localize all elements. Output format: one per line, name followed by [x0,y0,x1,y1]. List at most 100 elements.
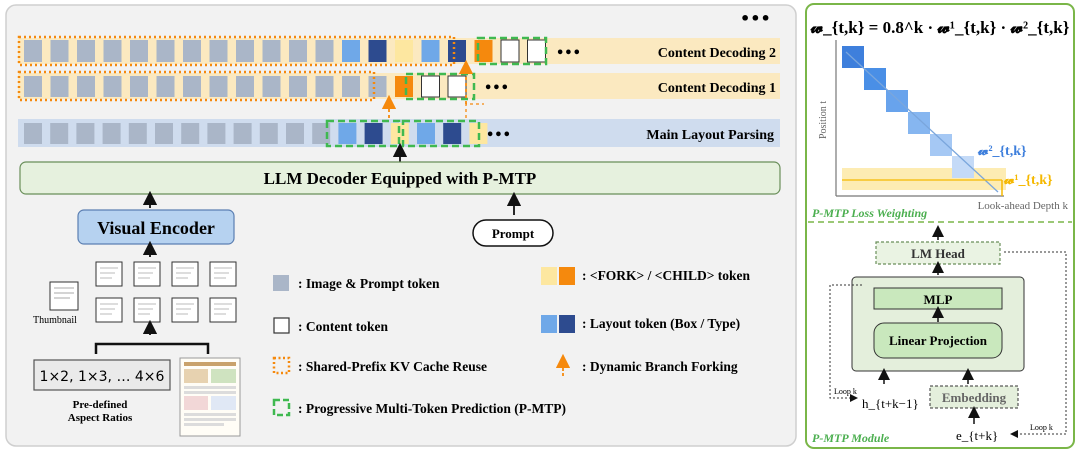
content-decoding-2-label: Content Decoding 2 [658,46,776,61]
loop-k-right: Loop k [1030,423,1053,432]
legend-content: : Content token [298,319,388,334]
w1-label: 𝔀¹_{t,k} [1003,173,1053,188]
token [24,123,42,144]
token [181,123,200,144]
pmtp-box-row1 [404,72,476,101]
token [289,76,307,97]
formula-text: 𝔀_{t,k} = 0.8^k · 𝔀¹_{t,k} · 𝔀²_{t,k} [810,18,1070,37]
thumbnail-label: Thumbnail [33,315,77,326]
prompt-label: Prompt [492,226,535,241]
thumbnail-doc-icon [49,281,79,311]
token [364,123,383,144]
token [312,123,331,144]
token [315,76,334,97]
token [527,39,546,63]
legend-layout-swatch-light [541,315,557,333]
token [395,76,413,97]
token [259,123,278,144]
page-tiles [95,261,237,323]
token [338,123,357,144]
page-tile [95,261,123,287]
legend-fork-swatch [541,267,557,285]
token [130,40,148,62]
cell-3 [886,90,908,112]
content-decoding-1-tokens [24,75,467,98]
cell-5 [930,134,952,156]
token [421,75,440,98]
embedding-box [929,385,1019,409]
document-page-image [179,357,241,437]
depth-axis-label: Look-ahead Depth k [978,200,1069,212]
legend-layout: : Layout token (Box / Type) [582,316,740,331]
token [156,76,175,97]
heatmap [842,46,1006,196]
llm-decoder-label: LLM Decoder Equipped with P-MTP [264,169,537,188]
prompt-pill [472,219,554,247]
pmtp-box-row2 [476,36,548,66]
legend-content-swatch [273,317,290,334]
legend-child-swatch [559,267,575,285]
top-ellipsis: ••• [740,9,771,28]
pmtp-box-main-b [401,119,481,148]
token [289,40,307,62]
token [421,40,440,62]
predefined-line1: Pre-defined [73,399,128,411]
token [448,40,466,62]
content-decoding-1-label: Content Decoding 1 [658,81,776,96]
token [342,76,360,97]
aspect-ratios-box [33,359,171,391]
linear-projection-label: Linear Projection [889,333,988,348]
token [233,123,252,144]
kv-cache-box-2 [17,35,456,67]
legend-image-prompt-swatch [273,275,289,291]
token [315,40,334,62]
page-tile [209,297,237,323]
kv-cache-box-1 [17,70,376,102]
legend-branch: : Dynamic Branch Forking [582,359,738,374]
tree-lines [94,342,210,354]
token [417,123,435,144]
page-tile [171,297,199,323]
row2-ellipsis: ••• [556,46,581,61]
token [50,123,69,144]
content-decoding-2-tokens [24,39,546,63]
token [209,40,228,62]
token [390,123,409,144]
token [262,40,281,62]
loop-arrow-left [829,284,862,402]
token [209,76,228,97]
w1-band [842,168,1006,190]
legend-kv-swatch [272,356,291,375]
main-layout-tokens [24,123,488,144]
w2-label: 𝔀²_{t,k} [977,144,1027,159]
token [236,76,254,97]
page-tile [209,261,237,287]
w2-diagonal [845,51,999,193]
visual-encoder-label: Visual Encoder [97,218,215,238]
token [102,123,121,144]
token [368,76,387,97]
token [500,39,520,63]
cell-1 [842,46,864,68]
row1-ellipsis: ••• [484,81,509,96]
token [395,40,413,62]
token [77,76,95,97]
token [286,123,304,144]
token [103,76,122,97]
token [128,123,147,144]
position-axis-label: Position t [818,101,829,139]
embedding-label: Embedding [942,390,1007,405]
token [447,75,467,98]
legend-layout-swatch-dark [559,315,575,333]
token [24,40,42,62]
llm-decoder-box [19,161,781,195]
linear-projection-box [873,322,1003,359]
main-layout-label: Main Layout Parsing [646,128,774,143]
token [262,76,281,97]
h-label: h_{t+k−1} [862,396,919,411]
token [236,40,254,62]
token [50,40,69,62]
token [24,76,42,97]
predefined-line2: Aspect Ratios [68,412,133,424]
